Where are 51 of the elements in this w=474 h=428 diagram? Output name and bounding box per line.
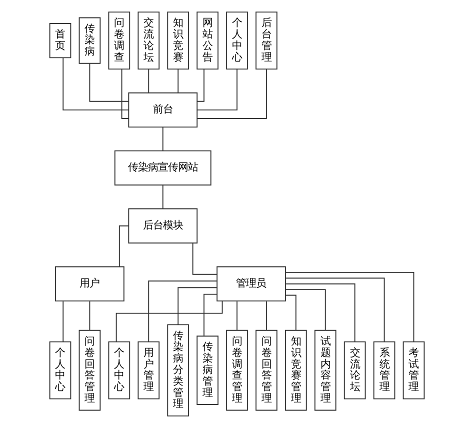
connector xyxy=(118,225,130,267)
node-box: 知识竞赛 xyxy=(167,12,189,70)
connector xyxy=(285,294,296,331)
node-box: 考试管理 xyxy=(402,341,425,400)
connector xyxy=(62,57,130,110)
node-box: 问卷调查 xyxy=(108,12,130,70)
connector xyxy=(178,287,218,326)
connector xyxy=(196,68,267,119)
node-box: 网站公告 xyxy=(196,12,218,70)
connector xyxy=(178,68,179,93)
node-box: 个人中心 xyxy=(226,12,248,70)
node-box: 试题内容管理 xyxy=(314,330,336,411)
connector xyxy=(62,300,64,342)
node-box: 问卷回答管理 xyxy=(78,330,101,411)
node-box: 系统管理 xyxy=(373,341,396,400)
connector xyxy=(162,126,164,151)
node-box: 前台 xyxy=(128,92,198,128)
connector xyxy=(196,68,238,110)
node-box: 交流论坛 xyxy=(344,341,366,400)
node-box: 传染病分类管理 xyxy=(167,324,189,416)
connector xyxy=(196,68,204,102)
connector xyxy=(162,184,164,209)
connector xyxy=(89,300,90,331)
node-box: 传染病 xyxy=(78,17,101,64)
connector xyxy=(89,63,129,102)
connector xyxy=(236,300,238,331)
node-box: 传染病宣传网站 xyxy=(114,150,212,186)
connector xyxy=(285,278,385,342)
connector xyxy=(285,272,414,342)
node-box: 个人中心 xyxy=(108,341,130,400)
connector xyxy=(266,300,267,331)
node-box: 问卷调查管理 xyxy=(226,330,248,411)
node-box: 后台模块 xyxy=(128,208,198,244)
connector xyxy=(148,280,218,342)
connector xyxy=(192,242,218,275)
connector xyxy=(116,300,223,342)
node-box: 问卷回答管理 xyxy=(256,330,278,411)
connector xyxy=(121,68,130,119)
node-box: 个人中心 xyxy=(49,341,72,400)
node-box: 首页 xyxy=(49,23,72,58)
node-box: 后台管理 xyxy=(256,12,278,70)
connector xyxy=(204,294,218,336)
connector xyxy=(285,289,326,331)
node-box: 用户 xyxy=(55,266,124,302)
node-box: 知识竞赛管理 xyxy=(284,330,307,411)
node-box: 传染病管理 xyxy=(196,336,218,405)
node-box: 用户管理 xyxy=(138,341,160,400)
node-box: 交流论坛 xyxy=(138,12,160,70)
node-box: 管理员 xyxy=(216,266,286,302)
connector xyxy=(285,283,356,342)
connector xyxy=(148,68,150,93)
